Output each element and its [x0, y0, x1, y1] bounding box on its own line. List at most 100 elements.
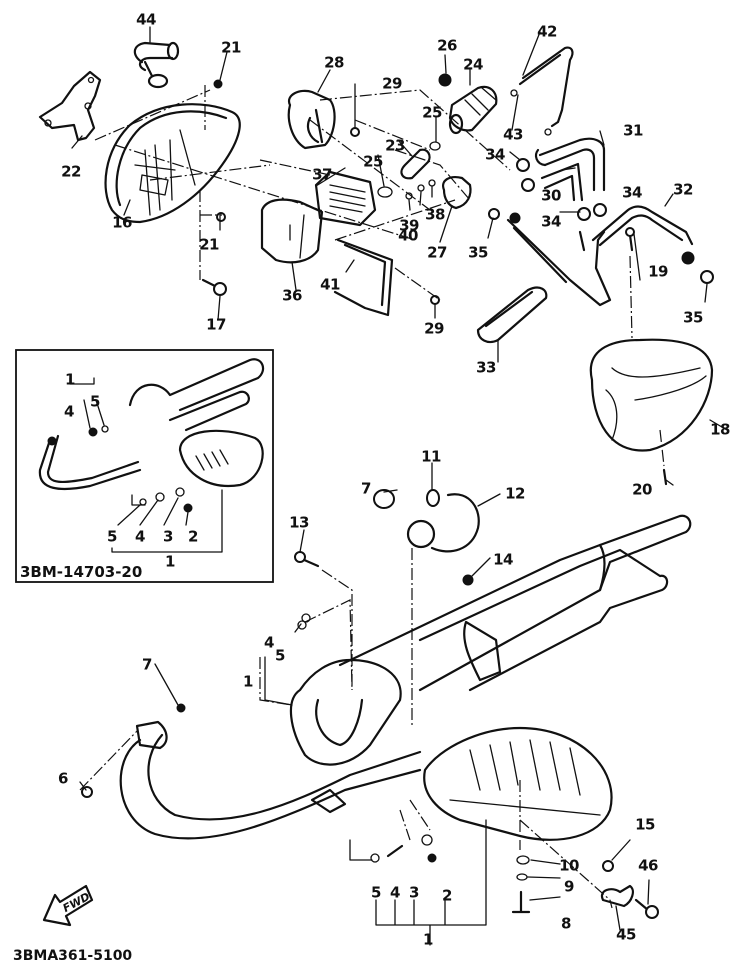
callout-21: 21 — [199, 235, 219, 254]
callout-35: 35 — [468, 243, 488, 262]
part-46-bolt-head — [645, 905, 659, 919]
inset-callout-4: 4 — [64, 402, 74, 421]
inset-exhaust-drawing — [38, 358, 265, 491]
part-15-nut — [602, 860, 614, 872]
diagram-part-code: 3BMA361-5100 — [13, 948, 133, 964]
callout-43: 43 — [503, 125, 523, 144]
callout-33: 33 — [476, 358, 496, 377]
part-18-side-cover — [589, 338, 714, 452]
exhaust-muffler-upper — [338, 514, 692, 692]
fwd-arrow-icon — [42, 884, 94, 927]
callout-13: 13 — [289, 513, 309, 532]
callout-28: 28 — [324, 53, 344, 72]
callout-1: 1 — [423, 930, 433, 949]
part-20-screw — [662, 468, 668, 486]
inset-part-5b-washer — [139, 498, 147, 506]
callout-4: 4 — [264, 633, 274, 652]
callout-9: 9 — [564, 877, 574, 896]
callout-20: 20 — [632, 480, 652, 499]
part-16-airbox — [104, 103, 241, 224]
callout-40: 40 — [398, 226, 418, 245]
part-17-bolt — [201, 278, 227, 296]
callout-7: 7 — [361, 479, 371, 498]
callout-39: 39 — [399, 216, 419, 235]
callout-34: 34 — [485, 145, 505, 164]
callout-34: 34 — [541, 212, 561, 231]
callout-26: 26 — [437, 36, 457, 55]
part-10-washer — [516, 855, 530, 865]
callout-27: 27 — [427, 243, 447, 262]
part-19-screw-head — [625, 227, 635, 237]
part-25-clip-a — [429, 141, 441, 151]
part-34-clamp-a — [516, 158, 530, 172]
inset-bracket-top — [69, 377, 95, 385]
inset-callout-2: 2 — [188, 527, 198, 546]
part-42-hose — [521, 46, 574, 128]
part-21-nut-top — [213, 79, 223, 89]
part-29-screw-top — [350, 127, 360, 137]
callout-19: 19 — [648, 262, 668, 281]
part-2-nut-lower — [427, 853, 437, 863]
callout-29: 29 — [424, 319, 444, 338]
inset-part-5-washer — [101, 425, 109, 433]
callout-4: 4 — [390, 883, 400, 902]
callout-25: 25 — [363, 152, 383, 171]
inset-callout-1: 1 — [65, 370, 75, 389]
part-23-hose — [400, 148, 431, 180]
bracket-1-upper — [264, 656, 293, 706]
callout-30: 30 — [541, 186, 561, 205]
part-33-pipe — [476, 212, 612, 344]
inset-callout-5: 5 — [90, 392, 100, 411]
callout-38: 38 — [425, 205, 445, 224]
callout-1: 1 — [243, 672, 253, 691]
part-38-washer — [428, 179, 436, 187]
part-43-clip-b — [544, 128, 552, 136]
callout-17: 17 — [206, 315, 226, 334]
part-34-clamp-d — [593, 203, 607, 217]
part-29-screw-bottom — [430, 295, 440, 305]
part-39-washer — [417, 184, 425, 192]
part-19-screw — [628, 233, 634, 252]
part-26-cap — [438, 73, 452, 87]
callout-16: 16 — [112, 213, 132, 232]
part-6-nut — [81, 786, 93, 798]
callout-34: 34 — [622, 183, 642, 202]
part-42-hose-inner — [518, 53, 562, 86]
part-43-clip-a — [510, 89, 518, 97]
callout-8: 8 — [561, 914, 571, 933]
callout-7: 7 — [142, 655, 152, 674]
part-9-washer — [516, 873, 528, 881]
part-46-bolt — [634, 898, 650, 912]
inset-part-4-bolt — [88, 427, 98, 437]
callout-25: 25 — [422, 103, 442, 122]
inset-bracket-side — [131, 494, 146, 506]
part-27-hose — [442, 176, 472, 210]
inset-callout-5b: 5 — [107, 527, 117, 546]
inset-frame — [15, 349, 274, 583]
callout-36: 36 — [282, 286, 302, 305]
callout-42: 42 — [537, 22, 557, 41]
part-41-bracket — [333, 238, 394, 317]
part-7-gasket-top — [373, 489, 395, 509]
part-25-clip-b — [377, 186, 393, 198]
callout-14: 14 — [493, 550, 513, 569]
bracket-1-lower — [375, 819, 487, 946]
part-21-nut-bottom — [216, 212, 226, 222]
inset-callout-3: 3 — [163, 527, 173, 546]
inset-part-code: 3BM-14703-20 — [20, 563, 143, 581]
callout-22: 22 — [61, 162, 81, 181]
exhaust-muffler-lower — [423, 726, 613, 841]
callout-5: 5 — [275, 646, 285, 665]
part-30-hose — [540, 162, 584, 202]
part-8-bolt — [511, 890, 531, 914]
part-4-bolt-lower — [386, 844, 404, 858]
part-4-bolt-upper — [297, 620, 307, 630]
inset-part-3-washer — [175, 487, 185, 497]
part-34-clamp-b — [521, 178, 535, 192]
part-37-filter — [314, 170, 377, 227]
part-24-valve — [448, 85, 498, 135]
part-12-elbow — [406, 493, 480, 553]
inset-part-4b-bolt — [155, 492, 165, 502]
inset-bracket-bottom — [111, 489, 223, 553]
